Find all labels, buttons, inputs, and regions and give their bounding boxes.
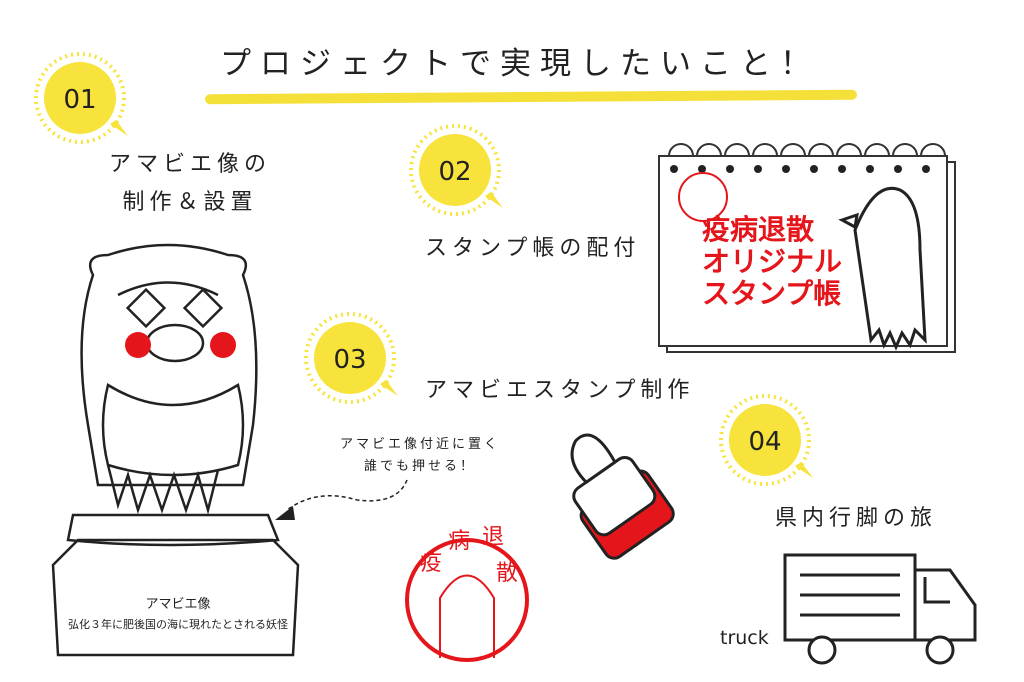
notebook-line: 疫病退散 xyxy=(702,213,815,246)
annotation-line: 誰でも押せる！ xyxy=(363,459,476,474)
pedestal-heading: アマビエ像 xyxy=(145,597,211,612)
step-badge-02: 02 xyxy=(409,124,503,216)
step-number: 02 xyxy=(438,157,471,187)
page-title: プロジェクトで実現したいこと！ xyxy=(220,46,820,82)
step-badge-04: 04 xyxy=(719,394,813,486)
dashed-arrow-icon xyxy=(275,479,408,520)
stamp-drawing: 疫 病 退 散 xyxy=(405,433,675,662)
step-number: 03 xyxy=(333,345,366,375)
pedestal-caption: 弘化３年に肥後国の海に現れたとされる妖怪 xyxy=(68,618,288,631)
amabie-statue-drawing xyxy=(51,243,300,657)
title-underline xyxy=(204,89,858,105)
label-line: 制作＆設置 xyxy=(122,190,258,215)
label-line: アマビエ像の xyxy=(108,152,271,177)
stamp-notebook-drawing xyxy=(658,143,956,353)
step-label-02: スタンプ帳の配付 xyxy=(425,236,641,261)
pedestal-plaque: アマビエ像 弘化３年に肥後国の海に現れたとされる妖怪 xyxy=(58,593,298,632)
step-number: 04 xyxy=(748,427,781,457)
stamp-char: 散 xyxy=(496,561,518,586)
annotation-line: アマビエ像付近に置く xyxy=(339,437,500,452)
notebook-line: オリジナル xyxy=(702,245,843,278)
stamp-char: 疫 xyxy=(420,551,442,576)
truck-icon xyxy=(783,553,977,665)
notebook-title: 疫病退散 オリジナル スタンプ帳 xyxy=(702,214,842,310)
step-badge-03: 03 xyxy=(304,312,398,404)
step-label-04: 県内行脚の旅 xyxy=(775,506,938,531)
step-label-03: アマビエスタンプ制作 xyxy=(425,378,695,403)
truck-label: truck xyxy=(720,627,769,649)
step-label-01: アマビエ像の 制作＆設置 xyxy=(100,146,280,222)
step-number: 01 xyxy=(63,85,96,115)
annotation: アマビエ像付近に置く 誰でも押せる！ xyxy=(330,434,510,478)
stamp-char: 病 xyxy=(448,529,470,554)
notebook-line: スタンプ帳 xyxy=(702,277,842,310)
step-badge-01: 01 xyxy=(34,52,128,144)
stamp-char: 退 xyxy=(482,525,504,550)
